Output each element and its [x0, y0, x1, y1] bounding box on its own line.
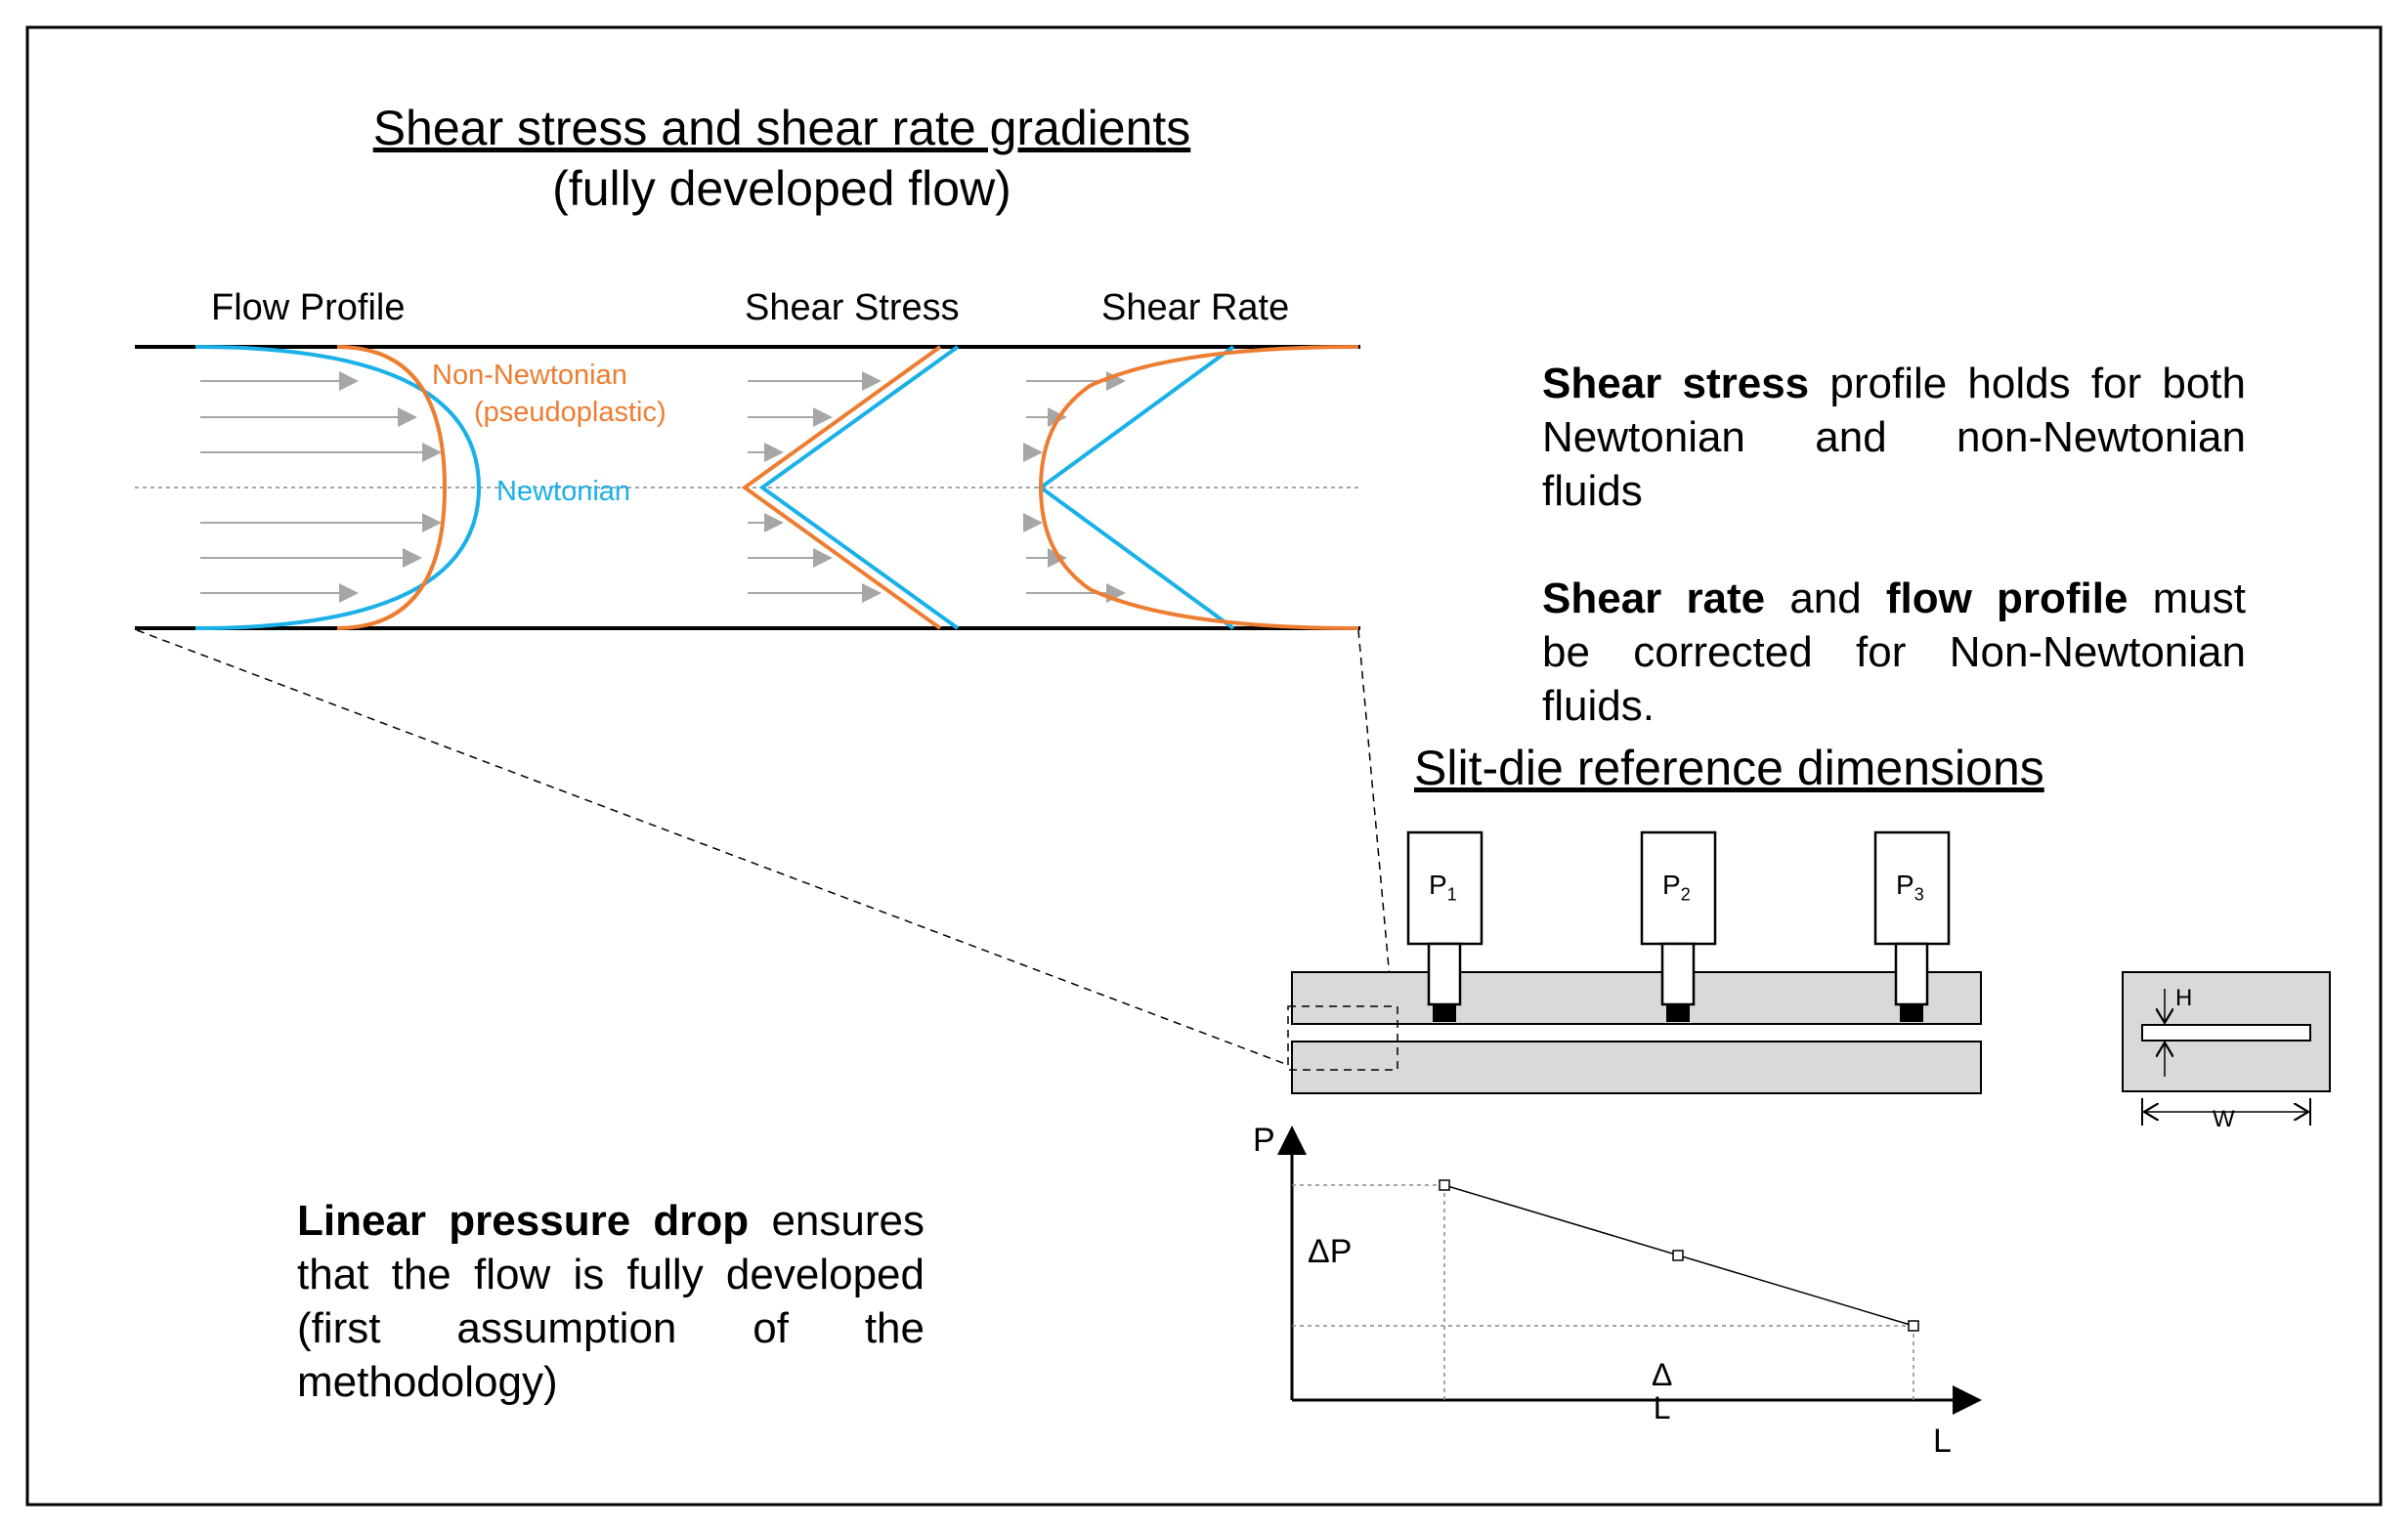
delta-l-label: Δ L: [1652, 1357, 1673, 1425]
p2-line-3: fluids.: [1542, 682, 1655, 730]
shear-rate-label: Shear Rate: [1101, 287, 1290, 328]
sensor-1-label: P1: [1429, 870, 1457, 905]
flow-profile-label: Flow Profile: [211, 287, 406, 328]
zoom-line-right: [1357, 629, 1394, 1012]
non-newtonian-flow-curve: [336, 345, 448, 630]
pressure-point-2: [1672, 1250, 1684, 1261]
shear-rate-non-newtonian: [1038, 345, 1359, 630]
title-line-1: Shear stress and shear rate gradients: [372, 101, 1191, 155]
newtonian-label: Newtonian: [496, 476, 631, 507]
p2-and: and: [1789, 574, 1862, 622]
left-text-a: ensures: [771, 1197, 924, 1245]
p2-text-a: must: [2152, 574, 2246, 622]
outer-frame: [25, 25, 2383, 1507]
shear-stress-label: Shear Stress: [745, 287, 960, 328]
pseudoplastic-label: (pseudoplastic): [474, 397, 666, 428]
plot-y-label: P: [1253, 1122, 1275, 1159]
pressure-point-1: [1439, 1179, 1450, 1191]
shear-stress-paragraph: Shear stress profile holds for both Newt…: [1542, 357, 2246, 518]
die-upper-plate: [1291, 971, 1982, 1025]
left-line-2: that the flow is fully developed: [297, 1251, 924, 1298]
left-line-3: (first assumption of the: [297, 1304, 924, 1352]
linear-pressure-paragraph: Linear pressure drop ensures that the fl…: [297, 1194, 924, 1409]
shear-stress-non-newtonian: [741, 345, 942, 630]
left-line-4: methodology): [297, 1358, 558, 1406]
slit-die-title: Slit-die reference dimensions: [1414, 741, 2044, 795]
pressure-sensor-3: [1873, 830, 1951, 1022]
die-lower-plate: [1291, 1041, 1982, 1094]
sensor-3-label: P3: [1896, 870, 1924, 905]
zoom-box: [1287, 1005, 1398, 1071]
delta-p-label: ΔP: [1308, 1233, 1353, 1270]
non-newtonian-label: Non-Newtonian: [432, 360, 627, 391]
height-label: H: [2175, 985, 2193, 1011]
title-line-2: (fully developed flow): [552, 161, 1011, 216]
cross-section-slit: [2141, 1024, 2311, 1042]
p1-text-a: profile holds for both: [1829, 360, 2247, 407]
shear-stress-arrows: [748, 371, 882, 603]
linear-pressure-bold: Linear pressure drop: [297, 1197, 750, 1245]
width-label: W: [2213, 1106, 2235, 1132]
newtonian-flow-curve: [194, 345, 482, 630]
shear-stress-bold: Shear stress: [1542, 360, 1810, 407]
p2-line-2: be corrected for Non-Newtonian: [1542, 628, 2246, 676]
p1-line-2: Newtonian and non-Newtonian: [1542, 413, 2246, 461]
flow-profile-arrows: [200, 371, 442, 603]
pressure-sensor-2: [1640, 830, 1717, 1022]
plot-x-label: L: [1933, 1423, 1952, 1460]
pressure-sensor-1: [1406, 830, 1484, 1022]
pressure-point-3: [1908, 1320, 1919, 1332]
shear-stress-newtonian: [758, 345, 960, 630]
zoom-line-left: [136, 629, 1289, 1066]
flow-profile-bold: flow profile: [1885, 574, 2128, 622]
p1-line-3: fluids: [1542, 467, 1643, 515]
diagram-title: Shear stress and shear rate gradients (f…: [293, 98, 1270, 219]
shear-rate-bold: Shear rate: [1542, 574, 1766, 622]
sensor-2-label: P2: [1662, 870, 1691, 905]
shear-rate-paragraph: Shear rate and flow profile must be corr…: [1542, 572, 2246, 733]
